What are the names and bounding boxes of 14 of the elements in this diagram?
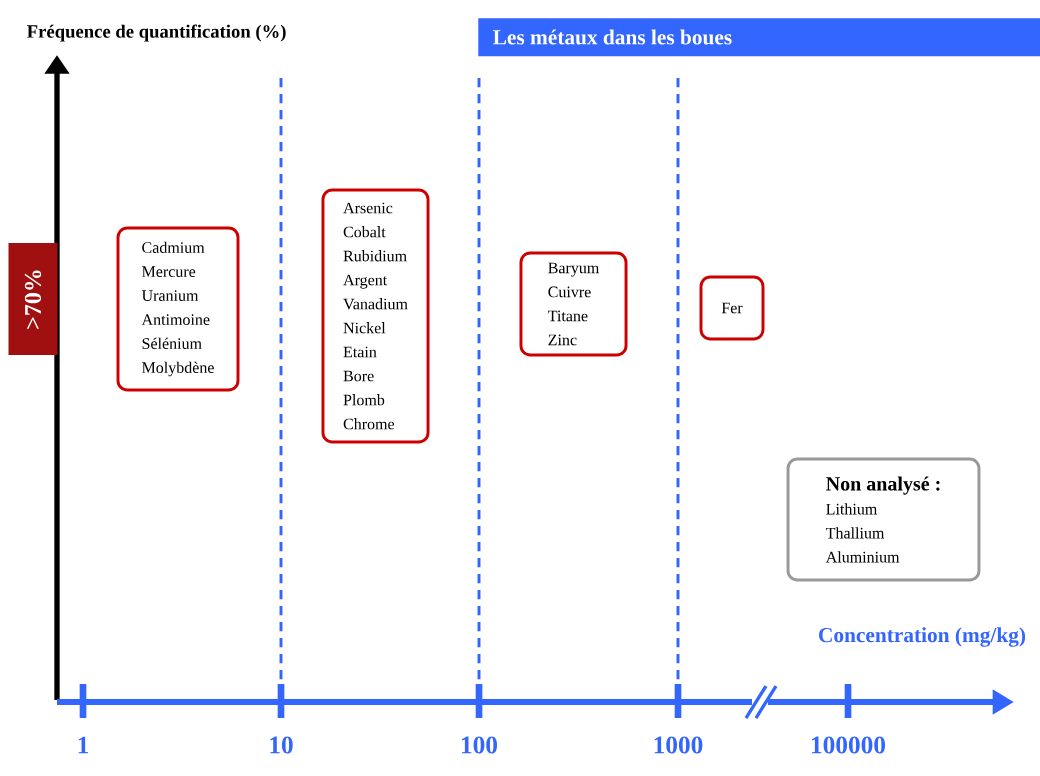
tick-label: 100 <box>462 736 498 754</box>
element-box: Cadmium Mercure Uranium Antimoine Sélénium Molybdène <box>116 226 240 392</box>
element-box: Fer <box>699 275 765 341</box>
element-box: Baryum Cuivre Titane Zinc <box>519 251 628 357</box>
tick-label: 1000 <box>654 736 703 754</box>
tick-label: 1 <box>78 736 88 754</box>
axis-title: Concentration (mg/kg) <box>819 627 1026 647</box>
element-box: Arsenic Cobalt Rubidium Argent Vanadium Nickel Etain Bore Plomb Chrome <box>321 188 430 444</box>
title-banner: Les métaux dans les boues <box>478 18 1040 57</box>
category-band: >70% <box>8 243 58 355</box>
tick-label: 100000 <box>812 736 886 754</box>
element-box: Non analysé : Lithium Thallium Aluminium <box>786 457 981 582</box>
tick-label: 10 <box>270 736 293 754</box>
axis-title: Fréquence de quantification (%) <box>27 24 286 42</box>
